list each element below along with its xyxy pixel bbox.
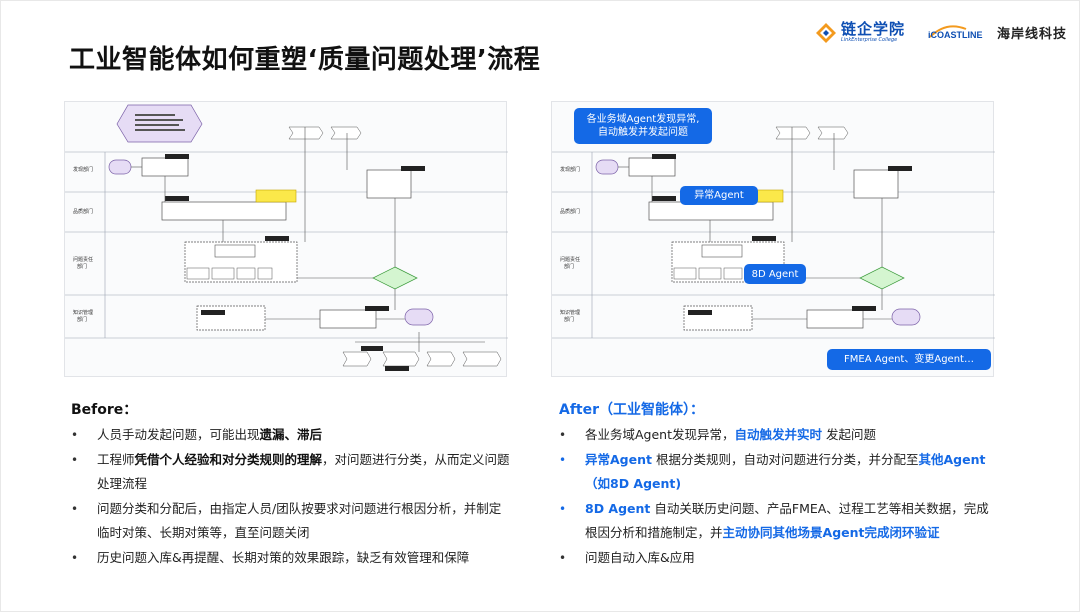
before-bullet-item-text: 遗漏、滞后 [259,427,323,442]
before-bullet-item: 人员手动发起问题，可能出现遗漏、滞后 [71,423,511,448]
after-lane-label-1: 发现部门 [560,166,580,173]
after-bullet-item-text: 自动触发并实时 [734,427,823,442]
after-flow-svg: 发现部门 品质部门 问题责任 部门 知识管理 部门 [552,126,995,339]
lane-label-1: 发现部门 [73,166,93,173]
before-heading: Before： [71,402,138,418]
before-bullet-item-text: 历史问题入库&再提醒、长期对策的效果跟踪，缺乏有效管理和保障 [97,549,470,565]
after-lane-label-4b: 部门 [564,316,574,323]
logo-left-cn: 链企学院 [841,20,906,38]
after-lane-label-2: 品质部门 [560,208,580,215]
logo-right-mark-text: iCOASTLINE [928,30,983,40]
after-bullet-item-text: 主动协同其他场景Agent完成闭环验证 [722,525,940,540]
callout-business-agent: 各业务域Agent发现异常, 自动触发并发起问题 [574,108,712,144]
after-lane-label-3a: 问题责任 [560,256,580,263]
callout-anomaly-agent: 异常Agent [680,186,758,205]
logo-left-en: LinkEnterprise College [841,37,898,43]
after-bullet-item: 各业务域Agent发现异常，自动触发并实时 发起问题 [559,423,999,448]
after-bullet-item-text: 根据分类规则，自动对问题进行分类，并分配至 [651,451,919,467]
lane-label-4b: 部门 [77,316,87,323]
linkenterprise-logo-mark [816,22,836,43]
before-bullet-item: 工程师凭借个人经验和对分类规则的理解，对问题进行分类，从而定义问题处理流程 [71,448,511,497]
after-heading: After（工业智能体）： [559,402,705,418]
after-bullet-item-text: 发起问题 [822,427,876,442]
after-bullet-item-text: 异常Agent [585,451,652,467]
logo-right-cn: 海岸线科技 [997,26,1068,42]
after-bullet-item-text: 各业务域Agent发现异常， [585,427,735,442]
lane-label-2: 品质部门 [73,208,93,215]
page-title: 工业智能体如何重塑‘质量问题处理’流程 [69,45,541,75]
before-bullet-item: 历史问题入库&再提醒、长期对策的效果跟踪，缺乏有效管理和保障 [71,546,511,571]
after-bullet-item: 异常Agent 根据分类规则，自动对问题进行分类，并分配至其他Agent（如8D… [559,448,999,497]
before-bullet-item-text: 人员手动发起问题，可能出现 [97,427,260,442]
before-bullet-item: 问题分类和分配后，由指定人员/团队按要求对问题进行根因分析，并制定临时对策、长期… [71,497,511,546]
after-bullet-item-text: 8D Agent [585,500,651,516]
before-bullet-item-text: ，对问题进行分类，从而定义问题处理流程 [97,451,510,492]
after-bullet-item-text: 自动关联历史问题、产品FMEA、过程工艺等相关数据，完成根因分析和措施制定，并 [585,500,989,541]
after-flow-diagram: 发现部门 品质部门 问题责任 部门 知识管理 部门 [551,101,995,377]
after-bullet-item: 8D Agent 自动关联历史问题、产品FMEA、过程工艺等相关数据，完成根因分… [559,497,999,546]
after-bullet-item-text: 其他Agent（如8D Agent) [585,451,986,492]
after-bullet-item: 问题自动入库&应用 [559,546,999,571]
before-bullet-item-text: 工程师 [97,451,135,467]
after-lane-label-4a: 知识管理 [560,309,580,316]
lane-label-3a: 问题责任 [73,256,93,263]
callout-8d-agent: 8D Agent [744,264,806,284]
lane-label-4a: 知识管理 [73,309,93,316]
after-bullet-item-text: 问题自动入库&应用 [585,549,695,565]
lane-label-3b: 部门 [77,263,87,270]
icoastline-logo: iCOASTLINE 海岸线科技 [926,21,1067,43]
before-bullet-item-text: 问题分类和分配后，由指定人员/团队按要求对问题进行根因分析，并制定临时对策、长期… [97,500,502,541]
after-lane-label-3b: 部门 [564,263,574,270]
linkenterprise-logo: 链企学院 LinkEnterprise College [815,21,905,44]
before-flow-svg: 发现部门 品质部门 问题责任 部门 知识管理 部门 [65,104,508,371]
before-list: 人员手动发起问题，可能出现遗漏、滞后工程师凭借个人经验和对分类规则的理解，对问题… [71,423,511,570]
callout-fmea-agent: FMEA Agent、变更Agent… [827,349,991,370]
before-flow-diagram: 发现部门 品质部门 问题责任 部门 知识管理 部门 [64,101,508,377]
icoastline-logo-mark: iCOASTLINE [928,25,983,40]
before-bullet-item-text: 凭借个人经验和对分类规则的理解 [134,451,323,467]
